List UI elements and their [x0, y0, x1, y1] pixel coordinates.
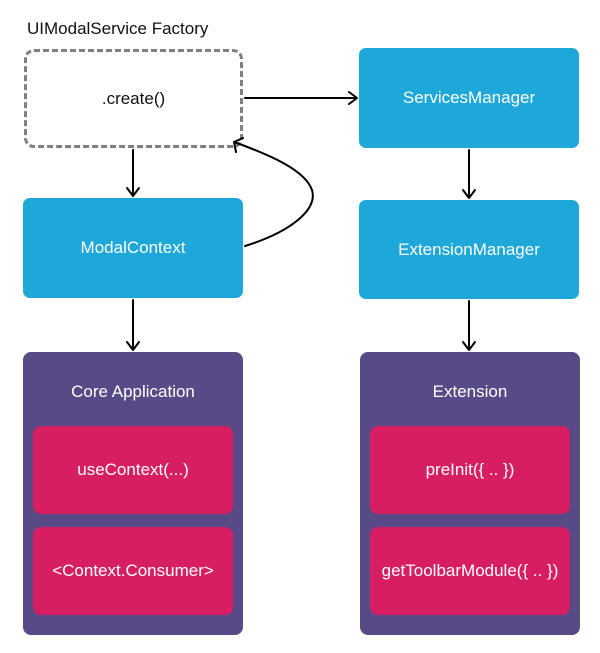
modal-context-label: ModalContext	[80, 238, 186, 257]
arrow-services-manager-to-extension-manager	[462, 149, 476, 199]
get-toolbar-module-item: getToolbarModule({ .. })	[370, 527, 570, 615]
pre-init-item: preInit({ .. })	[370, 426, 570, 514]
factory-title: UIModalService Factory	[27, 19, 209, 38]
pre-init-label: preInit({ .. })	[425, 460, 515, 479]
arrow-create-to-modal-context	[126, 149, 140, 197]
extension-title: Extension	[432, 382, 508, 401]
use-context-label: useContext(...)	[77, 460, 189, 479]
services-manager-node: ServicesManager	[359, 48, 579, 148]
create-label: .create()	[101, 88, 166, 108]
context-consumer-item: <Context.Consumer>	[33, 527, 233, 615]
create-node: .create()	[24, 49, 243, 148]
core-application-group: Core Application useContext(...) <Contex…	[23, 352, 243, 635]
services-manager-label: ServicesManager	[402, 88, 536, 107]
arrow-modal-context-to-create	[233, 137, 314, 247]
arrow-extension-manager-to-extension	[462, 300, 476, 351]
arrow-modal-context-to-core-application	[126, 299, 140, 351]
extension-manager-label: ExtensionManager	[398, 239, 540, 259]
context-consumer-label: <Context.Consumer>	[52, 561, 214, 580]
use-context-item: useContext(...)	[33, 426, 233, 514]
get-toolbar-module-label: getToolbarModule({ .. })	[381, 561, 559, 580]
extension-manager-node: ExtensionManager	[359, 200, 579, 299]
extension-group: Extension preInit({ .. }) getToolbarModu…	[360, 352, 580, 635]
core-application-title: Core Application	[71, 382, 195, 401]
arrow-create-to-services-manager	[244, 91, 358, 105]
modal-context-node: ModalContext	[23, 198, 243, 298]
